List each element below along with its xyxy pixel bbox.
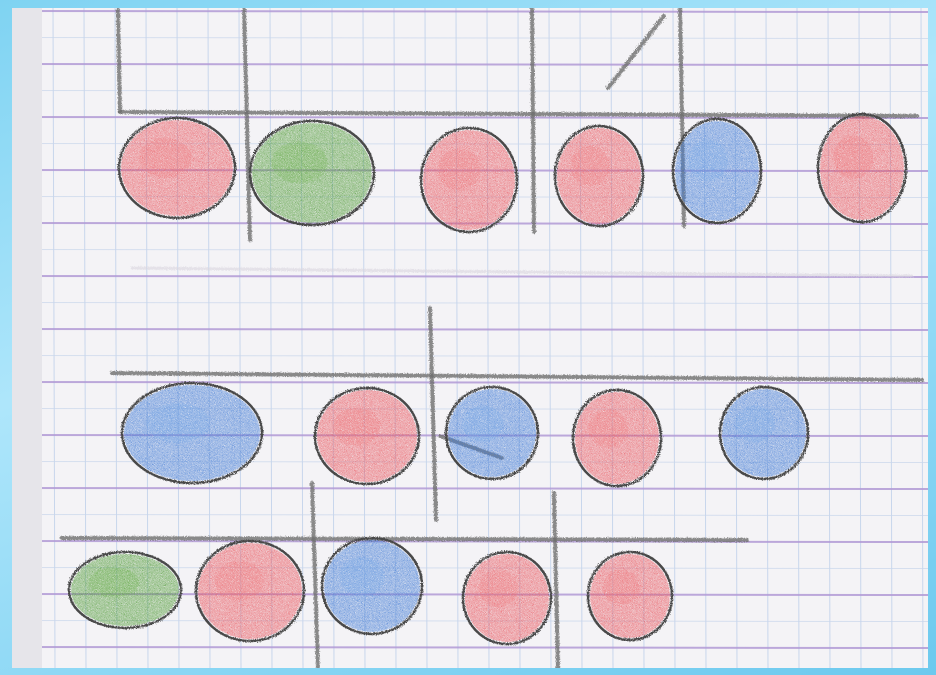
pencil-separator-line [532,8,534,232]
pencil-separator-line [112,373,922,380]
red-circle [421,128,517,232]
grid-vertical-line [425,8,427,668]
grid-horizontal-line [12,488,928,489]
hand-drawn-circles-drawing [12,8,928,668]
green-circle [69,552,181,628]
blue-circle [446,387,538,479]
blue-crayon-highlight [462,405,503,442]
pencil-separator-line [118,10,120,112]
red-crayon-highlight [570,146,610,186]
grid-vertical-line [456,8,458,668]
pencil-separator-line [132,268,912,276]
grid-horizontal-line [12,91,928,92]
red-circle [119,118,235,218]
blue-circle [720,387,808,479]
blue-circle [122,383,262,483]
red-circle [555,126,643,226]
red-crayon-highlight [588,409,628,447]
red-circle [196,541,304,641]
blue-circle [673,119,761,223]
red-crayon-highlight [215,561,264,601]
red-crayon-highlight [603,570,641,605]
grid-vertical-line [580,8,582,668]
grid-horizontal-line [12,38,928,39]
grid-vertical-line [921,8,923,668]
grid-vertical-line [53,8,55,668]
grid-vertical-line [549,8,551,668]
red-crayon-highlight [478,570,518,607]
red-crayon-highlight [438,149,481,191]
grid-vertical-line [735,8,737,668]
blue-crayon-highlight [735,405,775,442]
grid-vertical-line [177,8,179,668]
pencil-separator-line [62,538,747,540]
red-circle [588,552,672,640]
red-crayon-highlight [139,138,191,178]
grid-horizontal-line [12,64,928,65]
blue-crayon-highlight [688,140,728,182]
red-circle [818,114,906,222]
pencil-separator-line [554,493,558,668]
grid-vertical-line [301,8,303,668]
red-crayon-highlight [833,136,873,179]
blue-crayon-highlight [147,403,210,443]
grid-vertical-line [828,8,830,668]
grid-paper-sheet [12,8,928,668]
pencil-separator-line [244,8,250,240]
red-circle [315,388,419,484]
grid-vertical-line [673,8,675,668]
grid-vertical-line [766,8,768,668]
red-circle [463,552,551,644]
red-circle [573,390,661,486]
grid-vertical-line [890,8,892,668]
grid-vertical-line [704,8,706,668]
grid-horizontal-line [12,250,928,251]
green-crayon-highlight [272,142,328,184]
red-crayon-highlight [333,407,380,445]
grid-horizontal-line [12,647,928,648]
grid-horizontal-line [12,382,928,383]
grid-vertical-line [859,8,861,668]
grid-horizontal-line [12,303,928,304]
grid-vertical-line [797,8,799,668]
paper-left-margin [12,8,42,668]
blue-crayon-highlight [340,557,385,595]
green-crayon-highlight [89,567,139,597]
pencil-separator-line [312,483,318,668]
green-circle [250,121,374,225]
blue-circle [322,538,422,634]
grid-horizontal-line [12,356,928,357]
grid-horizontal-line [12,11,928,12]
grid-horizontal-line [12,329,928,330]
pencil-separator-line [608,16,664,88]
grid-horizontal-line [12,515,928,516]
